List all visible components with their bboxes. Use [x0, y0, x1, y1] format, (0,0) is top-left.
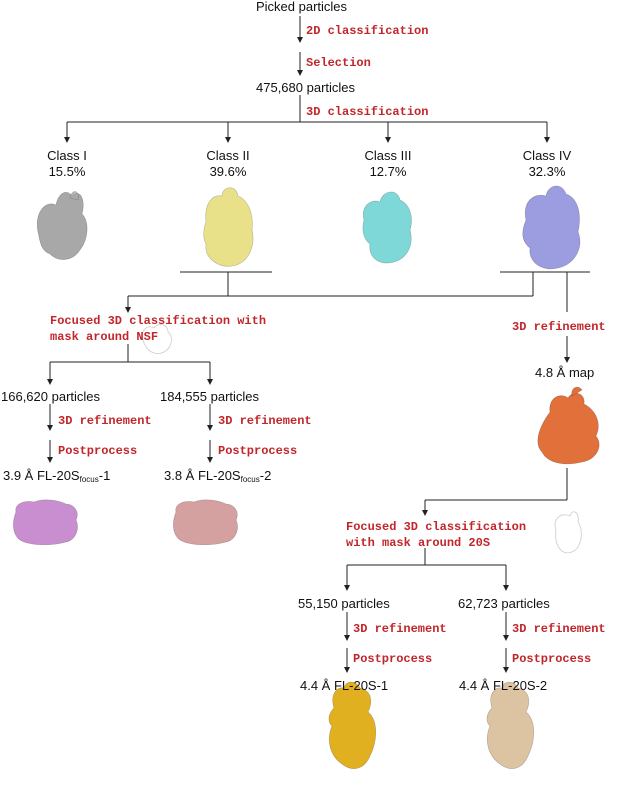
right-sub2-refine: 3D refinement: [512, 622, 606, 636]
particle-count-475680: 475,680 particles: [256, 80, 356, 95]
nsf-mask-outline: [141, 324, 172, 354]
step-selection: Selection: [306, 56, 371, 70]
class-3-density-map: [362, 191, 412, 264]
right-sub2-count: 62,723 particles: [458, 596, 550, 611]
left-sub1-refine: 3D refinement: [58, 414, 152, 428]
class-1-name: Class I: [47, 148, 87, 163]
class-2-label: Class II 39.6%: [188, 148, 268, 180]
class-2-percent: 39.6%: [209, 164, 247, 179]
left-sub1-count: 166,620 particles: [1, 389, 101, 404]
class-3-label: Class III 12.7%: [348, 148, 428, 180]
map-4-8-density: [537, 386, 600, 465]
class-3-name: Class III: [364, 148, 412, 163]
focused-nsf-line2: mask around NSF: [50, 330, 159, 344]
class-4-name: Class IV: [522, 148, 572, 163]
left-sub1-result-prefix: 3.9 Å FL-20S: [3, 468, 80, 483]
left-sub2-result-sub: focus: [240, 475, 260, 484]
right-sub2-result: 4.4 Å FL-20S-2: [459, 678, 548, 693]
left-sub2-result-prefix: 3.8 Å FL-20S: [164, 468, 241, 483]
left-sub1-post: Postprocess: [58, 444, 138, 458]
left-sub2-count: 184,555 particles: [160, 389, 260, 404]
left-sub2-result-suffix: -2: [259, 468, 272, 483]
right-sub1-count: 55,150 particles: [298, 596, 390, 611]
right-sub1-refine: 3D refinement: [353, 622, 447, 636]
focused-20s-line1: Focused 3D classification: [346, 520, 527, 534]
map-4-8-label: 4.8 Å map: [535, 365, 595, 380]
left-sub2-result: 3.8 Å FL-20Sfocus-2: [164, 468, 271, 484]
left-sub2-post: Postprocess: [218, 444, 298, 458]
step-2d-classification: 2D classification: [306, 24, 429, 38]
class-1-percent: 15.5%: [48, 164, 86, 179]
fl-20s-focus-1-density: [13, 499, 78, 546]
left-sub1-result-sub: focus: [79, 475, 99, 484]
fl-20s-1-density: [328, 681, 377, 769]
class-2-density-map: [203, 187, 254, 267]
fl-20s-2-density: [486, 681, 535, 769]
step-3d-classification: 3D classification: [306, 105, 429, 119]
class-1-density-map: [36, 191, 88, 260]
right-step-refine: 3D refinement: [512, 320, 606, 334]
right-sub1-post: Postprocess: [353, 652, 433, 666]
class-1-label: Class I 15.5%: [27, 148, 107, 180]
class-4-percent: 32.3%: [528, 164, 566, 179]
focused-nsf-line1: Focused 3D classification with: [50, 314, 267, 328]
class-3-percent: 12.7%: [369, 164, 407, 179]
class-2-name: Class II: [206, 148, 250, 163]
left-sub1-result-suffix: -1: [98, 468, 111, 483]
picked-particles-label: Picked particles: [256, 0, 348, 14]
class-4-density-map: [522, 185, 581, 270]
class-4-label: Class IV 32.3%: [507, 148, 587, 180]
focused-20s-line2: with mask around 20S: [346, 536, 491, 550]
right-sub1-result: 4.4 Å FL-20S-1: [300, 678, 389, 693]
left-sub2-refine: 3D refinement: [218, 414, 312, 428]
left-sub1-result: 3.9 Å FL-20Sfocus-1: [3, 468, 110, 484]
right-sub2-post: Postprocess: [512, 652, 592, 666]
fl-20s-focus-2-density: [173, 499, 238, 546]
20s-mask-outline: [554, 511, 582, 554]
